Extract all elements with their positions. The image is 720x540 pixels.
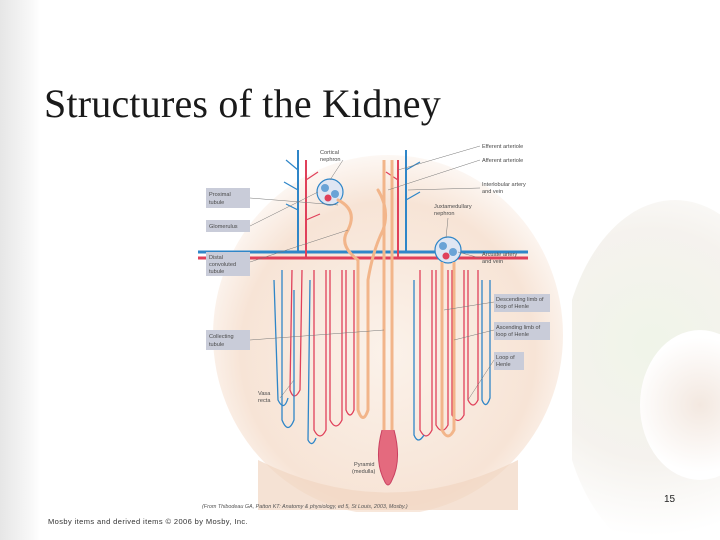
label-juxta-1: Juxtamedullary <box>434 204 472 210</box>
label-collecting-2: tubule <box>209 342 224 348</box>
label-proximal-tubule-1: Proximal <box>209 192 231 198</box>
page-number: 15 <box>664 494 676 505</box>
label-arcuate-2: and vein <box>482 259 503 265</box>
label-pyramid-2: (medulla) <box>352 469 375 475</box>
label-distal-1: Distal <box>209 255 223 261</box>
slide-title: Structures of the Kidney <box>44 81 441 126</box>
label-interlobular-2: and vein <box>482 189 503 195</box>
juxtamedullary-glomerulus <box>434 236 462 264</box>
renal-papilla <box>378 429 398 486</box>
label-collecting-1: Collecting <box>209 334 234 340</box>
label-vasa-recta-2: recta <box>258 398 271 404</box>
label-juxta-2: nephron <box>434 211 455 217</box>
label-ascending-1: Ascending limb of <box>496 325 541 331</box>
figure-caption: (From Thibodeau GA, Patton KT: Anatomy &… <box>202 504 408 510</box>
label-descending-2: loop of Henle <box>496 304 529 310</box>
medulla-base <box>258 460 518 510</box>
label-loop-2: Henle <box>496 362 511 368</box>
tissue-background <box>213 155 563 512</box>
label-descending-1: Descending limb of <box>496 297 544 303</box>
label-arcuate-1: Arcuate artery <box>482 252 517 258</box>
footer-copyright: Mosby items and derived items © 2006 by … <box>48 517 249 526</box>
left-decorative-bar <box>0 0 40 540</box>
label-efferent: Efferent arteriole <box>482 144 523 150</box>
label-ascending-2: loop of Henle <box>496 332 529 338</box>
label-proximal-tubule-2: tubule <box>209 200 224 206</box>
label-cortical-2: nephron <box>320 157 341 163</box>
label-glomerulus: Glomerulus <box>209 224 238 230</box>
label-afferent: Afferent arteriole <box>482 158 523 164</box>
label-vasa-recta-1: Vasa <box>258 391 271 397</box>
label-loop-1: Loop of <box>496 355 515 361</box>
label-pyramid-1: Pyramid <box>354 462 375 468</box>
label-distal-3: tubule <box>209 269 224 275</box>
label-distal-2: convoluted <box>209 262 236 268</box>
label-interlobular-1: Interlobular artery <box>482 182 526 188</box>
kidney-nephron-diagram: Proximal tubule Glomerulus Distal convol… <box>198 130 572 512</box>
label-cortical-1: Cortical <box>320 150 339 156</box>
